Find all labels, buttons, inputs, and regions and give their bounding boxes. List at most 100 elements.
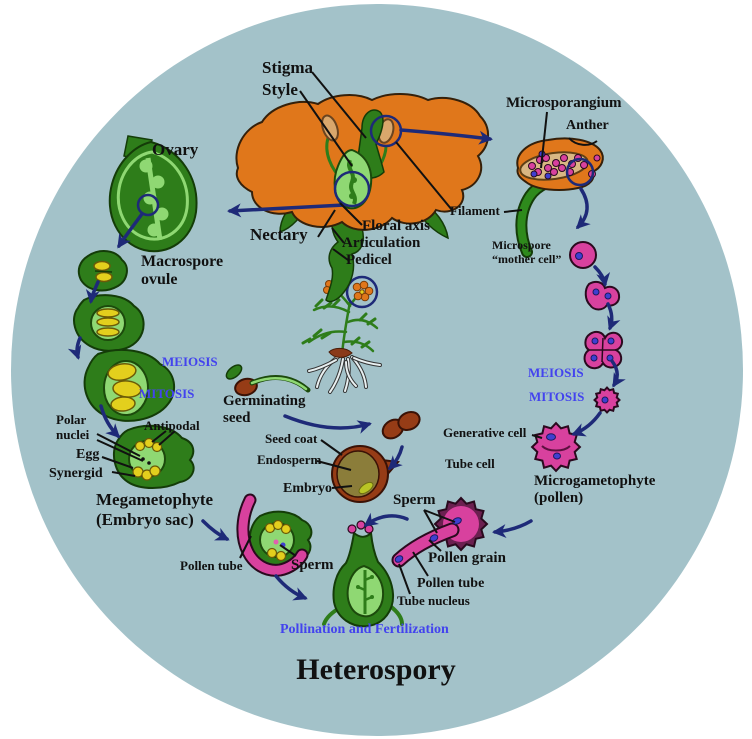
ovary-enlarged: [108, 135, 198, 253]
arrow-ovule-stage2: [85, 280, 100, 304]
caption-pollination-fertilization: Pollination and Fertilization: [280, 622, 449, 637]
style-pointer: [299, 90, 353, 167]
dispersed-seeds: [381, 411, 421, 440]
sperm-nucleus-2: [429, 534, 439, 542]
megaspore-stage-2: [73, 294, 145, 352]
arrow-to-pistil: [274, 574, 308, 601]
flower-cross-section: [235, 93, 489, 303]
label-microsporangium: Microsporangium: [506, 95, 622, 111]
germinating-pollen-grain: [391, 497, 488, 568]
label-egg: Egg: [76, 447, 100, 462]
arrow-mitosis-left: [99, 404, 121, 439]
label-microgametophyte-line1: Microgametophyte: [534, 473, 656, 489]
antipodal-pointers: [151, 430, 176, 446]
polar-nuclei-pointers: [96, 433, 144, 462]
tube-nucleus-dot: [394, 555, 404, 563]
plant-flower-highlight-circle: [345, 275, 379, 309]
label-sperm-left: Sperm: [291, 557, 334, 573]
label-microgametophyte: Microgametophyte (pollen): [534, 473, 655, 508]
pollen-on-stigma: [347, 520, 374, 534]
generative-cell-pointer: [531, 434, 543, 439]
generative-cell-nucleus: [546, 433, 556, 441]
microspore-tetrad: [583, 330, 624, 370]
ovule-circle: [136, 193, 160, 217]
plant-base: [328, 347, 353, 358]
anther-unit: [515, 137, 604, 258]
label-articulation: Articulation: [342, 235, 421, 251]
label-polar-line2: nuclei: [56, 426, 90, 442]
label-microspore-mother-cell: Microspore “mother cell”: [492, 238, 562, 267]
anther-bracket: [568, 137, 598, 146]
endosperm-tissue: [336, 450, 380, 498]
pollinated-pistil: [322, 520, 404, 628]
pollen-grain-pointer: [428, 539, 442, 552]
arrow-anther-to-microspore: [575, 187, 591, 230]
filament-tick: [503, 209, 523, 213]
megaspore-stage-3: [83, 348, 176, 422]
filament-pointer: [395, 141, 453, 211]
germinating-seed: [225, 364, 311, 397]
arrow-seeds-to-section: [387, 445, 404, 471]
arrow-ovary-to-ovule: [117, 212, 144, 249]
label-seed-coat: Seed coat: [265, 431, 318, 446]
label-anther: Anther: [566, 118, 609, 133]
label-pointer-lines: [96, 71, 598, 595]
arrow-germinating-to-seeds: [283, 414, 372, 434]
tube-nucleus-pointer: [398, 563, 411, 595]
label-polar-line1: Polar: [56, 412, 87, 427]
arrow-meiosis-left: [67, 336, 82, 360]
pollen-tube-right-pointer: [412, 551, 429, 577]
label-nectary: Nectary: [250, 225, 308, 244]
microspore-mother-cell: [569, 241, 597, 269]
ovule-highlight-circle: [333, 170, 371, 208]
arrow-microspore-stage2: [593, 265, 611, 287]
arrow-mitosis-right: [571, 411, 602, 437]
pollen-tube-curve: [238, 495, 307, 575]
pollen-in-anther: [528, 150, 601, 180]
pollen-tube-left-pointer: [239, 535, 252, 559]
tube-cell-nucleus: [553, 452, 561, 460]
megametophyte-embryo-sac: [112, 424, 195, 489]
diagram-title: Heterospory: [296, 653, 456, 686]
nectary-pointer: [317, 209, 336, 238]
label-pollen-tube-left: Pollen tube: [180, 558, 243, 573]
label-germinating-seed: Germinating seed: [223, 393, 306, 428]
label-pollen-tube-right: Pollen tube: [417, 576, 485, 591]
articulation-pointer: [331, 227, 345, 244]
label-style: Style: [262, 80, 298, 99]
label-filament: Filament: [450, 203, 500, 218]
pollen-release-circle: [565, 157, 595, 187]
sperm-nucleus-1: [452, 517, 462, 525]
label-megametophyte-line1: Megametophyte: [96, 490, 214, 509]
embryo-pointer: [331, 485, 353, 489]
label-stigma: Stigma: [262, 58, 313, 77]
label-floral-axis: Floral axis: [362, 218, 430, 234]
young-microspore: [594, 387, 620, 413]
label-pollen-grain: Pollen grain: [428, 550, 506, 566]
label-antipodal: Antipodal: [144, 418, 200, 433]
label-pedicel: Pedicel: [346, 252, 392, 268]
pedicel-pointer: [332, 248, 349, 261]
arrow-tetrad-to-microspore: [610, 359, 626, 388]
egg-and-synergids: [132, 465, 161, 481]
label-meiosis-left: MEIOSIS: [162, 354, 218, 369]
megaspore-stage-1: [77, 250, 128, 292]
label-embryo: Embryo: [283, 481, 332, 496]
label-microspore-line1: Microspore: [492, 238, 551, 252]
floral-axis-pointer: [339, 202, 363, 226]
label-macrospore-line2: ovule: [141, 271, 178, 289]
label-synergid: Synergid: [49, 466, 103, 481]
arrow-sperm-to-stigma: [363, 512, 409, 527]
label-megametophyte: Megametophyte (Embryo sac): [96, 490, 213, 529]
sperm-left-pointer: [279, 544, 297, 557]
arrow-meiosis-right: [606, 302, 621, 331]
label-megametophyte-line2: (Embryo sac): [96, 509, 194, 529]
egg-nucleus: [273, 539, 279, 545]
endosperm-pointer: [316, 460, 352, 471]
label-mitosis-right: MITOSIS: [529, 389, 585, 404]
label-meiosis-right: MEIOSIS: [528, 365, 584, 380]
label-microspore-line2: “mother cell”: [492, 251, 562, 266]
label-germinating-line1: Germinating: [223, 393, 306, 409]
